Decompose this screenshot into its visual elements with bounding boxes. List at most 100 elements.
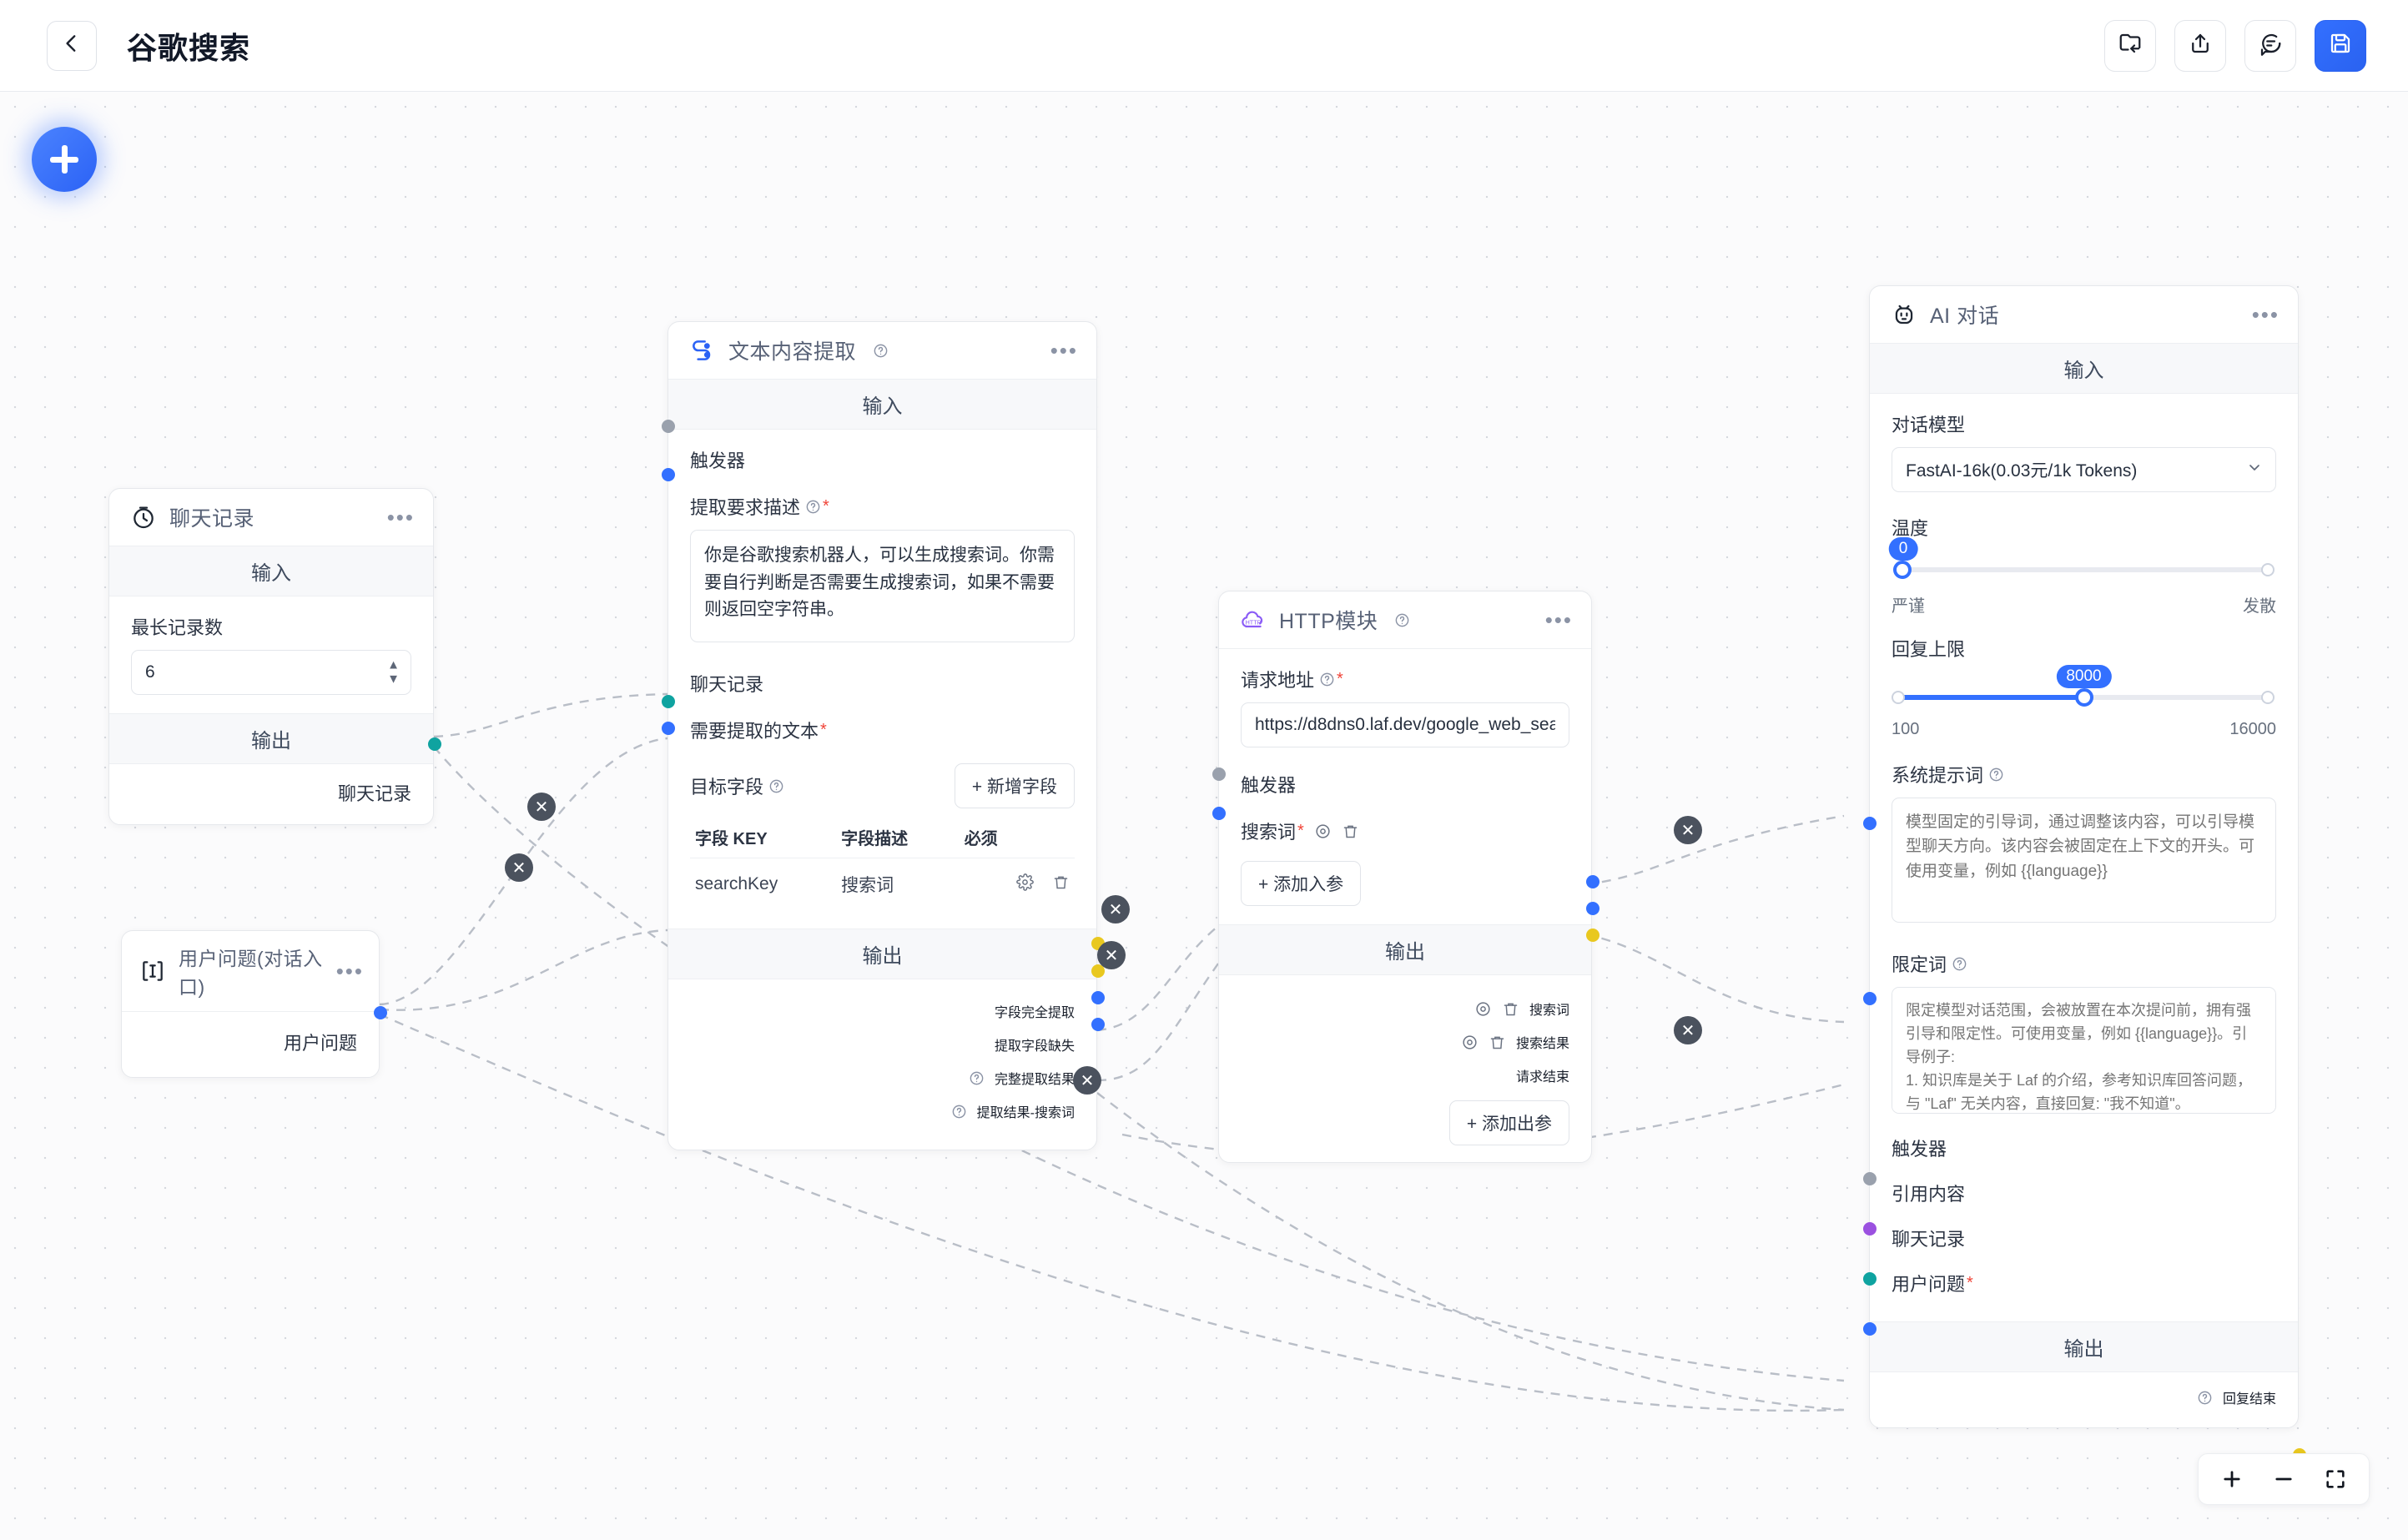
th-field-desc: 字段描述 [841,830,909,848]
edit-output-gear-icon[interactable] [1474,1000,1492,1018]
edge-delete-button[interactable]: ✕ [1101,895,1130,923]
edge-delete-button[interactable]: ✕ [1073,1066,1101,1095]
add-node-button[interactable] [32,127,97,192]
input-trigger-label: 触发器 [1892,1139,1947,1160]
input-handle-chat-history[interactable] [1863,1272,1877,1286]
output-handle-full-result[interactable] [1091,991,1105,1004]
add-output-param-button[interactable]: + 添加出参 [1448,1100,1569,1145]
edit-param-gear-icon[interactable] [1314,823,1332,840]
max-records-stepper[interactable]: ▲▼ [131,650,411,695]
input-param-searchkey: 搜索词 * [1241,818,1569,844]
workflow-canvas[interactable]: ✕ ✕ ✕ ✕ ✕ ✕ ✕ 聊天记录 ••• 输入 最长记录数 ▲▼ 输出 聊天… [0,92,2408,1540]
node-menu-button[interactable]: ••• [1544,607,1573,632]
input-handle-quote[interactable] [1863,1222,1877,1236]
output-row: 字段完全提取 [690,1001,1075,1021]
qualifier-textarea[interactable] [1892,987,2276,1114]
required-marker: * [820,720,827,739]
input-handle-user-question[interactable] [1863,1322,1877,1336]
max-tokens-slider[interactable]: 8000 [1892,665,2276,715]
input-handle-trigger[interactable] [1863,1172,1877,1185]
zoom-in-button[interactable] [2220,1467,2244,1491]
save-button[interactable] [2315,19,2366,72]
section-output-label: 输出 [1870,1321,2298,1372]
input-handle-trigger[interactable] [1212,767,1226,781]
node-chat-history[interactable]: 聊天记录 ••• 输入 最长记录数 ▲▼ 输出 聊天记录 [108,488,441,825]
node-menu-button[interactable]: ••• [2251,302,2280,327]
output-label: 搜索结果 [1515,1037,1569,1051]
output-handle-searchkey[interactable] [1586,875,1599,888]
request-url-input[interactable] [1241,702,1569,747]
slider-knob[interactable] [1893,561,1912,579]
add-field-button[interactable]: + 新增字段 [954,763,1075,808]
input-user-question-label: 用户问题 * [1892,1273,1973,1296]
add-input-param-button[interactable]: + 添加入参 [1241,861,1362,906]
help-icon[interactable] [1394,612,1410,628]
help-icon[interactable] [951,1104,967,1120]
node-title: HTTP模块 [1279,610,1378,633]
edit-output-gear-icon[interactable] [1461,1034,1479,1051]
zoom-out-button[interactable] [2272,1467,2295,1491]
zoom-controls[interactable] [2198,1453,2370,1505]
output-handle-search-result[interactable] [1586,902,1599,915]
input-handle-system-prompt[interactable] [1863,817,1877,830]
node-http-module[interactable]: HTTP HTTP模块 ••• 请求地址 * [1212,591,1599,1163]
output-handle-chat-history[interactable] [428,737,441,751]
output-label: 完整提取结果 [994,1073,1075,1087]
help-icon[interactable] [1319,672,1335,687]
help-icon[interactable] [768,778,784,794]
node-body: 对话模型 温度 0 严谨 发散 [1870,394,2298,1321]
import-folder-button[interactable] [2104,19,2156,72]
slider-knob[interactable] [2074,688,2093,707]
stepper-arrows[interactable]: ▲▼ [387,657,400,687]
required-marker: * [1297,821,1304,840]
export-button[interactable] [2174,19,2226,72]
delete-output-trash-icon[interactable] [1489,1034,1506,1051]
node-user-question[interactable]: 用户问题(对话入口) ••• 用户问题 [121,930,387,1078]
extract-desc-textarea[interactable] [690,530,1075,642]
temperature-slider[interactable]: 0 [1888,537,2276,587]
input-handle-searchkey[interactable] [1212,807,1226,820]
node-menu-button[interactable]: ••• [1050,338,1078,363]
help-icon[interactable] [2197,1390,2213,1406]
input-handle-text[interactable] [662,722,675,735]
node-header: 文本内容提取 ••• [668,322,1096,379]
output-row: 请求结束 [1241,1065,1569,1085]
help-icon[interactable] [1988,767,2004,783]
system-prompt-textarea[interactable] [1892,798,2276,923]
output-handle-result-searchkey[interactable] [1091,1018,1105,1031]
help-icon[interactable] [1952,956,1967,972]
http-cloud-icon: HTTP [1239,606,1267,634]
temperature-value: 0 [1888,537,1918,561]
help-icon[interactable] [805,499,821,515]
edge-delete-button[interactable]: ✕ [1674,816,1702,844]
delete-param-trash-icon[interactable] [1342,823,1359,840]
chat-debug-button[interactable] [2244,19,2296,72]
model-select[interactable] [1892,447,2276,492]
node-text-extract[interactable]: 文本内容提取 ••• 输入 触发器 提取要求描述 * [662,321,1105,1150]
edge-delete-button[interactable]: ✕ [1674,1016,1702,1044]
node-menu-button[interactable]: ••• [386,505,415,530]
output-handle-user-question[interactable] [374,1006,387,1019]
delete-field-trash-icon[interactable] [1052,873,1070,891]
input-handle-chat-history[interactable] [662,695,675,708]
fit-view-button[interactable] [2324,1467,2347,1491]
input-handle-desc[interactable] [662,468,675,481]
delete-output-trash-icon[interactable] [1502,1000,1519,1018]
back-button[interactable] [47,20,97,71]
edit-field-gear-icon[interactable] [1016,873,1034,891]
node-menu-button[interactable]: ••• [335,959,364,984]
input-handle-qualifier[interactable] [1863,992,1877,1005]
edge-delete-button[interactable]: ✕ [1097,941,1126,969]
node-title: 聊天记录 [169,507,255,531]
max-records-input[interactable] [131,650,411,695]
table-row[interactable]: searchKey 搜索词 [690,858,1075,910]
edge-delete-button[interactable]: ✕ [505,853,533,882]
output-handle-request-finish[interactable] [1586,929,1599,942]
help-icon[interactable] [873,343,889,359]
output-label: 搜索词 [1529,1004,1569,1018]
node-ai-chat[interactable]: AI 对话 ••• 输入 对话模型 温度 0 [1863,285,2306,1462]
input-handle-trigger[interactable] [662,420,675,433]
help-icon[interactable] [969,1070,985,1086]
edge-delete-button[interactable]: ✕ [527,793,556,821]
output-row: 回复结束 [1870,1387,2298,1407]
